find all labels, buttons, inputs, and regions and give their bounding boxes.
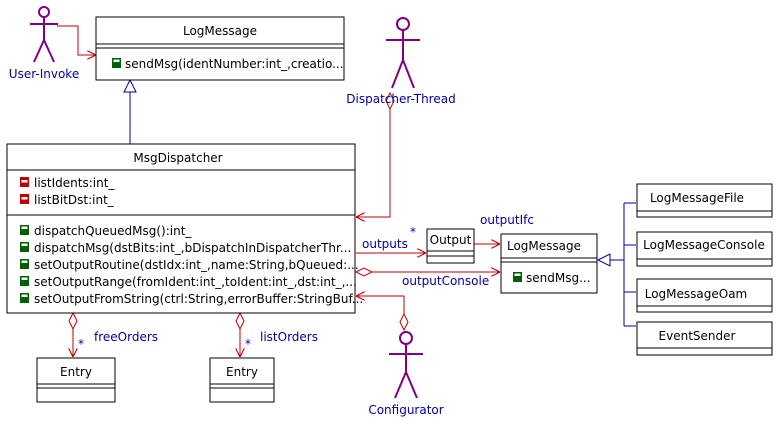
actor-label: User-Invoke: [9, 67, 79, 81]
operation-icon: [20, 276, 29, 286]
class-entry-right[interactable]: Entry: [209, 357, 275, 403]
class-logmessageconsole[interactable]: LogMessageConsole: [636, 231, 773, 267]
class-name: LogMessage: [183, 24, 257, 38]
outputs-label: outputs: [362, 237, 408, 251]
class-entry-left[interactable]: Entry: [36, 357, 116, 403]
class-logmessage-top[interactable]: LogMessage sendMsg(identNumber:int_,crea…: [95, 16, 345, 81]
list-orders-multiplicity: *: [245, 337, 251, 351]
free-orders-label: freeOrders: [94, 330, 158, 344]
attribute-list-bit-dst: listBitDst:int_: [34, 193, 115, 207]
class-name: Output: [430, 233, 472, 247]
actor-configurator[interactable]: Configurator: [368, 331, 444, 417]
operation-icon: [20, 259, 29, 269]
class-name: EventSender: [659, 329, 736, 343]
operation-icon: [20, 225, 29, 235]
free-orders-multiplicity: *: [78, 337, 84, 351]
class-name: MsgDispatcher: [133, 151, 222, 165]
class-output[interactable]: Output: [426, 228, 475, 264]
list-orders-aggregation-icon: [235, 311, 245, 331]
attribute-list-idents: listIdents:int_: [34, 176, 115, 190]
class-name: Entry: [60, 365, 92, 379]
configurator-aggregation-icon: [399, 312, 409, 332]
actor-dispatcher-thread[interactable]: Dispatcher-Thread: [346, 17, 456, 106]
actor-figure-icon: [386, 17, 420, 89]
class-eventsender[interactable]: EventSender: [636, 321, 773, 356]
actor-user-invoke[interactable]: User-Invoke: [9, 6, 79, 81]
subclass-inheritance-arrow-icon: [596, 253, 611, 267]
operation-set-output-routine: setOutputRoutine(dstIdx:int_,name:String…: [34, 258, 359, 272]
list-orders-label: listOrders: [260, 330, 318, 344]
inheritance-arrow-icon: [123, 78, 137, 93]
operation-icon: [20, 293, 29, 303]
operation-icon: [20, 242, 29, 252]
output-console-label: outputConsole: [402, 274, 489, 288]
operation-dispatch-queued-msg: dispatchQueuedMsg():int_: [34, 224, 192, 238]
user-invoke-association[interactable]: [57, 25, 96, 55]
operation-send-msg: sendMsg(identNumber:int_,creatio...: [125, 57, 344, 71]
operation-icon: [513, 272, 522, 282]
operation-send-msg: sendMsg...: [526, 271, 591, 285]
class-name: LogMessage: [507, 239, 581, 253]
operation-set-output-from-string: setOutputFromString(ctrl:String,errorBuf…: [34, 292, 363, 306]
class-msgdispatcher[interactable]: MsgDispatcher listIdents:int_ listBitDst…: [6, 143, 363, 314]
class-logmessage-right[interactable]: LogMessage sendMsg...: [500, 233, 598, 294]
class-logmessagefile[interactable]: LogMessageFile: [636, 183, 773, 218]
class-name: LogMessageConsole: [643, 238, 765, 252]
class-logmessageoam[interactable]: LogMessageOam: [636, 278, 773, 313]
actor-figure-icon: [30, 6, 58, 63]
class-name: LogMessageOam: [645, 287, 748, 301]
actor-label: Configurator: [368, 403, 443, 417]
dispatcher-thread-association[interactable]: [356, 109, 391, 217]
actor-figure-icon: [389, 331, 423, 399]
subclass-inheritance-lines[interactable]: [610, 202, 636, 327]
free-orders-aggregation-icon: [68, 311, 78, 331]
class-name: Entry: [226, 365, 258, 379]
operation-dispatch-msg: dispatchMsg(dstBits:int_,bDispatchInDisp…: [34, 241, 351, 255]
class-name: LogMessageFile: [650, 191, 744, 205]
configurator-association[interactable]: [356, 296, 405, 314]
actor-label: Dispatcher-Thread: [346, 92, 455, 106]
output-ifc-label: outputIfc: [480, 213, 534, 227]
outputs-multiplicity: *: [410, 225, 416, 239]
operation-icon: [112, 58, 121, 68]
operation-set-output-range: setOutputRange(fromIdent:int_,toIdent:in…: [34, 275, 357, 289]
